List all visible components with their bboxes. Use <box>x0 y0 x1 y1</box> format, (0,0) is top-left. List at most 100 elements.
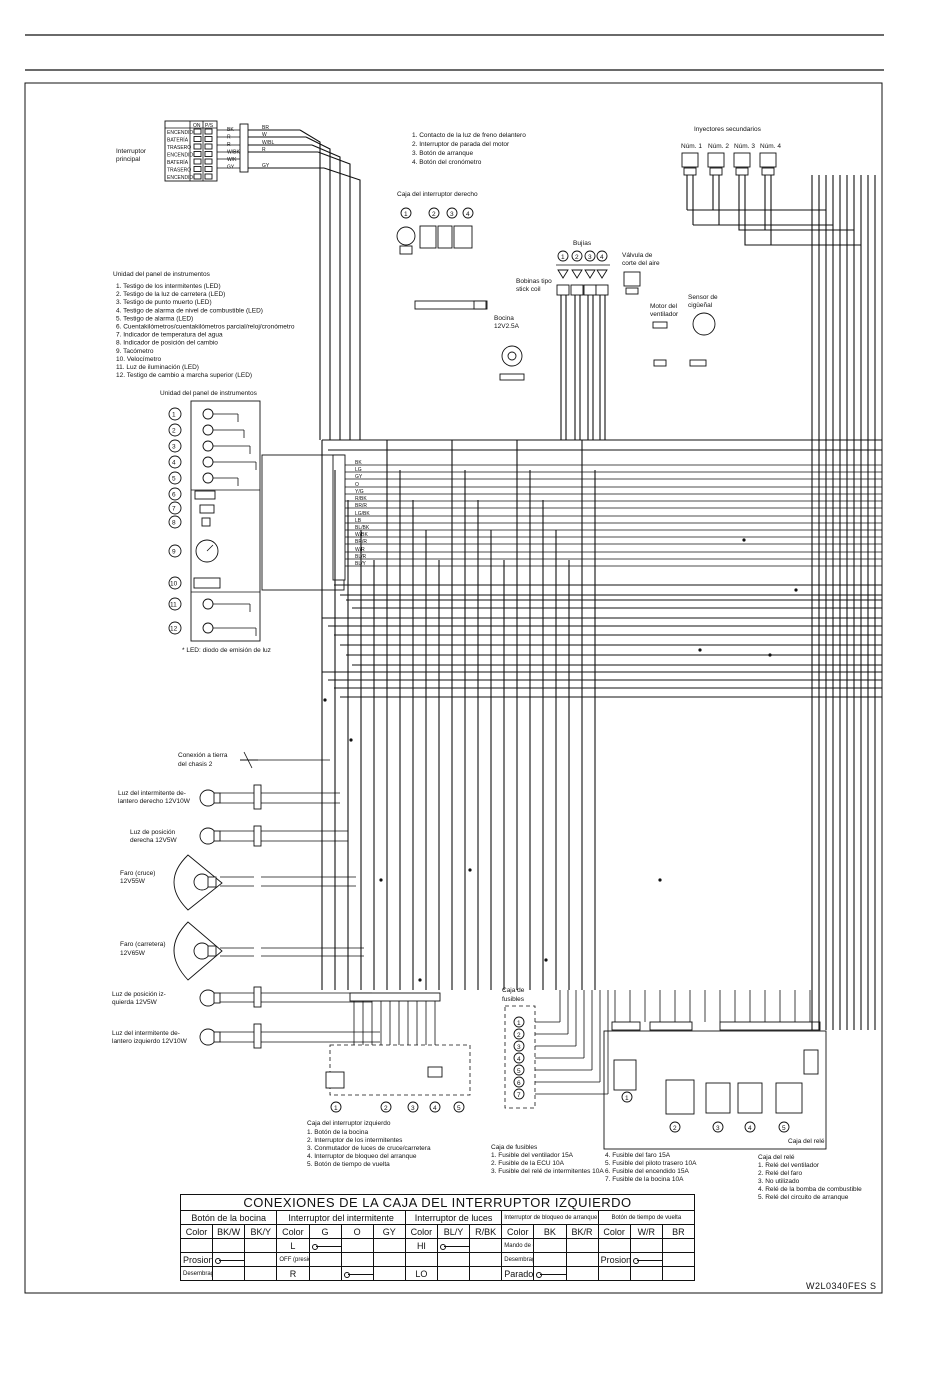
main-switch-row: BATERÍA <box>167 137 189 144</box>
main-switch-label-1: Interruptor <box>116 148 147 155</box>
led-note: * LED: diodo de emisión de luz <box>182 647 271 654</box>
table-cell <box>533 1252 567 1267</box>
panel-wire-color: LG <box>355 467 362 473</box>
spark-plug-number: 1 <box>561 254 565 261</box>
panel-wire-color: O <box>355 482 359 488</box>
fuse-number: 6 <box>517 1080 521 1087</box>
table-cell: Desembragado <box>179 1266 214 1281</box>
table-cell <box>244 1266 278 1281</box>
air-valve-label-1: Válvula de <box>622 252 653 259</box>
injector-1-label: Núm. 1 <box>681 143 702 150</box>
ip-list-item: 6. Cuentakilómetros/cuentakilómetros par… <box>116 324 295 331</box>
main-switch-wire-color: R <box>227 135 231 141</box>
group-turn: Interruptor del intermitente <box>276 1210 406 1225</box>
ls-note: 4. Interruptor de bloqueo del arranque <box>307 1153 417 1160</box>
horn: Bocina 12V2.5A <box>494 315 525 381</box>
table-cell: BK/R <box>565 1224 599 1239</box>
fuse-note-b: 7. Fusible de la bocina 10A <box>605 1176 684 1183</box>
table-cell <box>533 1238 567 1253</box>
table-cell <box>629 1266 663 1281</box>
panel-wire-color: LG/BK <box>355 511 370 517</box>
svg-text:4: 4 <box>433 1105 437 1112</box>
main-switch: Interruptor principal ON P/S ENCENDIDOBA… <box>116 120 249 182</box>
main-switch-wire-color: W/BK <box>227 150 240 156</box>
main-switch-hdr-ps: P/S <box>205 123 214 129</box>
footer-code: W2L0340FES S <box>806 1281 877 1291</box>
fuse-note-b: 6. Fusible del encendido 15A <box>605 1168 690 1175</box>
table-cell <box>436 1266 471 1281</box>
svg-text:5: 5 <box>457 1105 461 1112</box>
svg-text:2: 2 <box>673 1125 677 1132</box>
table-cell <box>179 1238 214 1253</box>
secondary-injectors: Inyectores secundarios Núm. 1 Núm. 2 Núm… <box>681 126 781 225</box>
table-cell: BR <box>661 1224 696 1239</box>
main-switch-label-2: principal <box>116 156 141 163</box>
svg-text:3: 3 <box>411 1105 415 1112</box>
main-switch-row: ENCENDIDO <box>167 130 197 136</box>
rs-note-1: 1. Contacto de la luz de freno delantero <box>412 132 526 139</box>
ip-list-item: 12. Testigo de cambio a marcha superior … <box>116 372 252 379</box>
ip-item-number: 8 <box>172 520 176 527</box>
svg-text:4: 4 <box>748 1125 752 1132</box>
injector-4-label: Núm. 4 <box>760 143 781 150</box>
table-cell <box>372 1266 406 1281</box>
fan-motor-label-2: ventilador <box>650 311 679 318</box>
group-start-lock: Interruptor de bloqueo de arranque <box>501 1210 599 1225</box>
svg-text:1: 1 <box>404 211 408 218</box>
table-cell: BK/Y <box>244 1224 278 1239</box>
table-cell <box>661 1238 696 1253</box>
main-switch-out-color: W/BL <box>262 140 274 146</box>
table-cell: HI <box>404 1238 439 1253</box>
table-row-3: DesembragadoRLOParado <box>179 1266 696 1281</box>
table-cell: Prosionar <box>179 1252 214 1267</box>
table-cell: BL/Y <box>436 1224 471 1239</box>
table-cell: Color <box>501 1224 535 1239</box>
ip-list-item: 2. Testigo de la luz de carretera (LED) <box>116 291 225 298</box>
horn-label-2: 12V2.5A <box>494 323 520 330</box>
ls-title: Caja del interruptor izquierdo <box>307 1120 391 1127</box>
table-cell <box>565 1238 599 1253</box>
main-switch-out-color: W <box>262 132 267 138</box>
group-lights: Interruptor de luces <box>404 1210 503 1225</box>
table-cell: R/BK <box>469 1224 503 1239</box>
table-cell: G <box>308 1224 342 1239</box>
table-cell <box>212 1252 246 1267</box>
table-cell: R <box>276 1266 310 1281</box>
table-cell <box>340 1238 374 1253</box>
ip-list-item: 7. Indicador de temperatura del agua <box>116 332 223 339</box>
relay-box-label: Caja del relé <box>788 1138 825 1145</box>
table-cell <box>340 1266 374 1281</box>
table-cell <box>629 1238 663 1253</box>
main-switch-row: BATERÍA <box>167 159 189 166</box>
group-horn: Botón de la bocina <box>179 1210 278 1225</box>
table-cell <box>597 1238 631 1253</box>
ip-item-number: 5 <box>172 476 176 483</box>
svg-text:4: 4 <box>466 211 470 218</box>
table-cell <box>533 1266 567 1281</box>
fuse-note-b: 4. Fusible del faro 15A <box>605 1152 671 1159</box>
main-switch-row: TRASERO <box>167 168 191 174</box>
right-pos-label-1: Luz de posición <box>130 829 176 836</box>
left-pos-label-1: Luz de posición iz- <box>112 991 166 998</box>
left-turn-label-1: Luz del intermitente de- <box>112 1030 180 1037</box>
instrument-panel-list: Unidad del panel de instrumentos 1. Test… <box>113 271 295 379</box>
spark-plug-number: 2 <box>575 254 579 261</box>
ip-list-item: 10. Velocímetro <box>116 356 162 363</box>
low-beam-label-2: 12V55W <box>120 878 146 885</box>
ip-item-number: 6 <box>172 492 176 499</box>
panel-wire-color: GY <box>355 474 363 480</box>
ls-note: 1. Botón de la bocina <box>307 1129 368 1136</box>
fuse-number: 7 <box>517 1092 521 1099</box>
relay-note: 5. Relé del circuito de arranque <box>758 1194 849 1201</box>
table-cell: Color <box>179 1224 214 1239</box>
instrument-unit: Unidad del panel de instrumentos 1234567… <box>160 390 346 654</box>
rs-note-3: 3. Botón de arranque <box>412 150 473 157</box>
fuse-note-a: 1. Fusible del ventilador 15A <box>491 1152 574 1159</box>
instrument-unit-label: Unidad del panel de instrumentos <box>160 390 258 397</box>
main-switch-wire-color: W/K <box>227 157 237 163</box>
main-switch-out-color: R <box>262 147 266 153</box>
